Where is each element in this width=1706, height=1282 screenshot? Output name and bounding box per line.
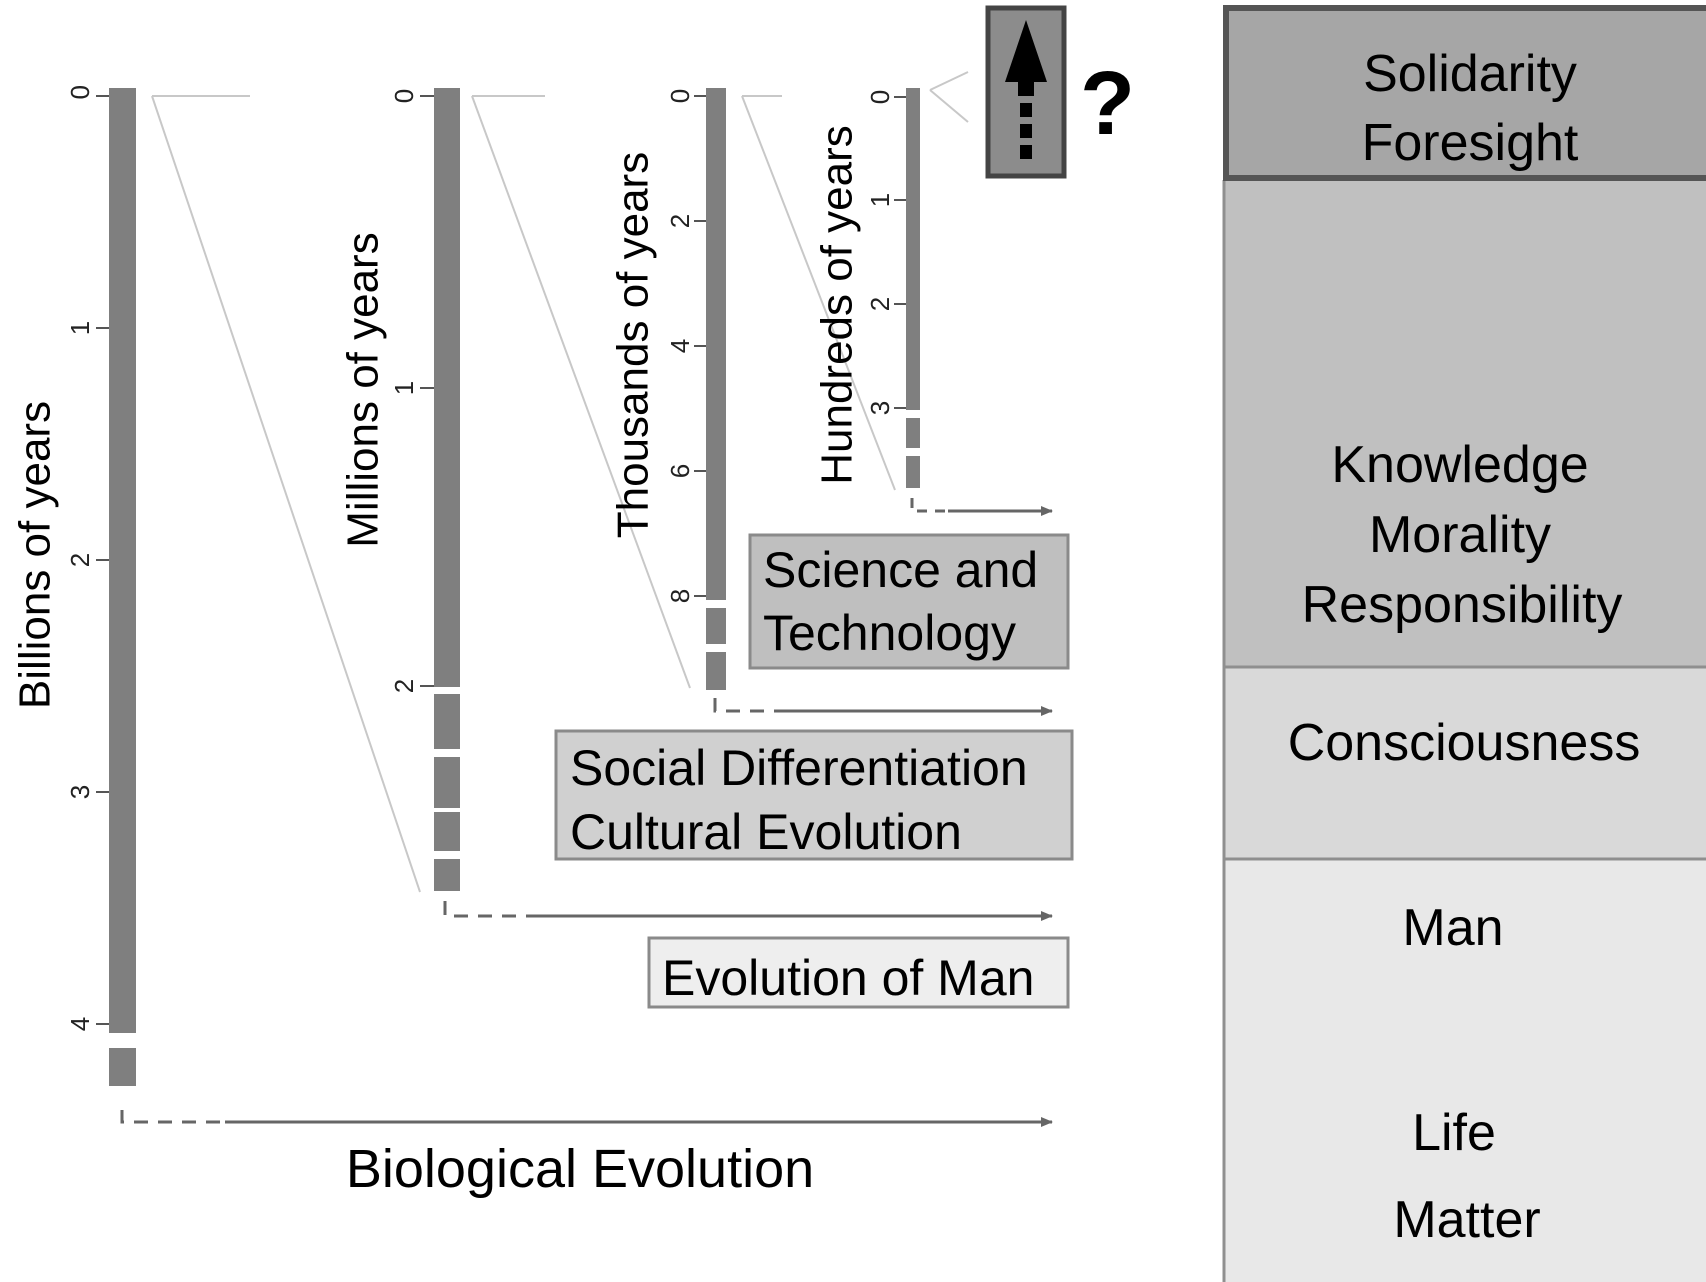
timescale-bar-segment — [906, 456, 920, 488]
stage-label: Responsibility — [1302, 576, 1623, 634]
axis-title: Thousands of years — [609, 152, 658, 538]
box-label-line: Evolution of Man — [662, 950, 1034, 1006]
box-social-differentiation: Social Differentiation Cultural Evolutio… — [554, 729, 1074, 861]
stage-label: Morality — [1369, 506, 1551, 564]
stage-label: Solidarity — [1363, 45, 1577, 103]
box-science-and-technology: Science and Technology — [748, 533, 1070, 670]
tick-label: 1 — [865, 193, 895, 207]
stage-column: Solidarity Foresight Knowledge Morality … — [1222, 5, 1706, 1282]
future-arrow-box — [985, 5, 1067, 179]
tick-label: 6 — [665, 464, 695, 478]
tick-label: 3 — [865, 401, 895, 415]
stage-band-knowledge — [1224, 180, 1706, 667]
timescale-bar-segment — [434, 757, 460, 808]
stage-label: Consciousness — [1288, 714, 1641, 772]
axis-title: Billions of years — [11, 401, 60, 709]
timescale-bar-segment — [706, 608, 726, 644]
zoom-line-1-bottom — [151, 95, 421, 893]
zoom-line-2-bottom — [471, 95, 691, 689]
timescale-bar — [706, 88, 726, 600]
box-label-line: Social Differentiation — [570, 740, 1028, 796]
tick-label: 2 — [665, 214, 695, 228]
tick-label: 2 — [865, 297, 895, 311]
stage-label: Man — [1402, 899, 1503, 957]
timescale-bar-segment — [434, 694, 460, 749]
timescale-bar — [906, 88, 920, 410]
timescale-millions: 0 1 2 Millions of years — [339, 88, 460, 891]
timescale-hundreds: 0 1 2 3 Hundreds of years — [813, 88, 920, 488]
tick-label: 1 — [389, 381, 419, 395]
up-arrow-icon — [1005, 20, 1047, 96]
timeline-arrows — [120, 498, 1053, 1127]
timescale-bar-segment — [434, 812, 460, 851]
tick-label: 2 — [389, 679, 419, 693]
stage-label: Life — [1412, 1104, 1496, 1162]
zoom-line-4-top — [929, 71, 969, 91]
tick-label: 0 — [665, 89, 695, 103]
zoom-connectors — [151, 71, 969, 893]
timescale-billions: 0 1 2 3 4 Billions of years — [11, 85, 136, 1086]
stage-band-consciousness — [1224, 667, 1706, 859]
tick-label: 1 — [65, 321, 95, 335]
box-label-line: Cultural Evolution — [570, 804, 962, 860]
timescale-thousands: 0 2 4 6 8 Thousands of years — [609, 88, 726, 690]
stage-label: Matter — [1393, 1191, 1540, 1249]
box-label-line: Science and — [763, 542, 1038, 598]
question-mark: ? — [1080, 54, 1135, 154]
timescale-bar-segment — [706, 652, 726, 690]
tick-label: 4 — [65, 1017, 95, 1031]
tick-label: 2 — [65, 553, 95, 567]
box-label-line: Technology — [763, 605, 1016, 661]
axis-title: Millions of years — [339, 232, 388, 547]
stage-label: Foresight — [1362, 114, 1579, 172]
box-evolution-of-man: Evolution of Man — [647, 936, 1070, 1009]
arrow-science — [910, 498, 1053, 516]
timescale-bar-segment — [434, 859, 460, 891]
arrow-biological — [120, 1110, 1053, 1127]
timescale-bar-segment — [906, 418, 920, 448]
tick-label: 4 — [665, 339, 695, 353]
axis-title: Hundreds of years — [813, 125, 862, 485]
zoom-line-4-bottom — [929, 89, 969, 123]
arrow-evolution-of-man — [443, 901, 1053, 921]
tick-label: 0 — [389, 89, 419, 103]
zoom-line-3-bottom — [741, 95, 896, 491]
stage-band-base — [1224, 859, 1706, 1282]
biological-evolution-label: Biological Evolution — [346, 1139, 814, 1199]
arrow-social — [713, 698, 1053, 716]
timescale-bar — [434, 88, 460, 687]
stage-band-solidarity — [1224, 7, 1706, 180]
tick-label: 8 — [665, 589, 695, 603]
tick-label: 0 — [865, 90, 895, 104]
timescale-bar-segment — [109, 1048, 136, 1086]
tick-label: 3 — [65, 785, 95, 799]
timescale-bar — [109, 88, 136, 1033]
tick-label: 0 — [65, 85, 95, 99]
stage-label: Knowledge — [1331, 436, 1588, 494]
